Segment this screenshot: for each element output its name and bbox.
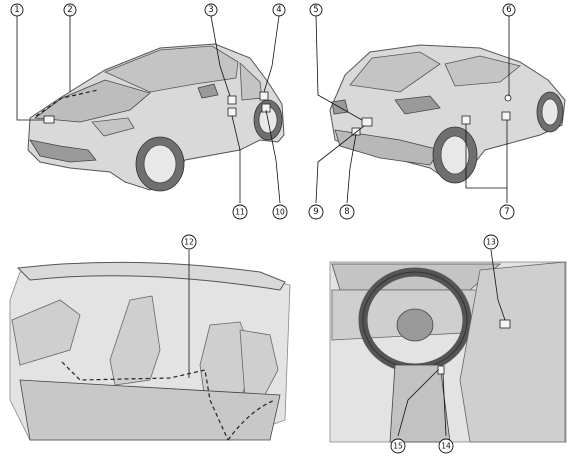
leader-lines [16, 15, 510, 437]
tailgate-marker [361, 117, 373, 127]
callout-label-11: 11 [235, 208, 245, 217]
callout-label-9: 9 [313, 207, 318, 217]
callout-label-13: 13 [486, 238, 496, 247]
rear-left-door-marker [461, 115, 471, 125]
callout-10: 10 [272, 204, 288, 220]
rear-right-door-marker [501, 111, 511, 121]
callout-3: 3 [204, 3, 218, 17]
front-door-lower-marker [227, 107, 237, 117]
callout-label-12: 12 [184, 238, 194, 247]
callout-label-2: 2 [67, 5, 72, 15]
callout-label-8: 8 [344, 207, 349, 217]
callout-label-7: 7 [504, 207, 509, 217]
callout-11: 11 [232, 204, 248, 220]
callout-label-3: 3 [208, 5, 213, 15]
callout-4: 4 [272, 3, 286, 17]
callout-12: 12 [181, 234, 197, 250]
callout-label-5: 5 [313, 5, 318, 15]
rear-exterior-illustration [329, 44, 566, 184]
callout-label-6: 6 [506, 5, 511, 15]
hood-latch-marker [43, 115, 55, 124]
callout-15: 15 [390, 438, 406, 454]
front-exterior-illustration [27, 43, 285, 192]
interior-side-illustration [9, 261, 291, 441]
callout-label-10: 10 [275, 208, 285, 217]
door-panel-marker [499, 319, 511, 329]
callout-label-15: 15 [393, 442, 403, 451]
callout-label-14: 14 [441, 442, 451, 451]
lower-dash-marker [437, 365, 445, 375]
callout-14: 14 [438, 438, 454, 454]
callout-1: 1 [10, 3, 24, 17]
callout-9: 9 [308, 204, 324, 220]
callout-label-4: 4 [276, 5, 281, 15]
callout-13: 13 [483, 234, 499, 250]
callout-2: 2 [63, 3, 77, 17]
fuel-door-marker [504, 94, 512, 102]
callout-5: 5 [309, 3, 323, 17]
callout-label-1: 1 [14, 5, 19, 15]
callout-7: 7 [499, 204, 515, 220]
front-door-marker [227, 95, 237, 105]
dashboard-illustration [329, 261, 567, 443]
rear-door-marker [259, 91, 269, 101]
callout-8: 8 [339, 204, 355, 220]
callout-6: 6 [502, 3, 516, 17]
